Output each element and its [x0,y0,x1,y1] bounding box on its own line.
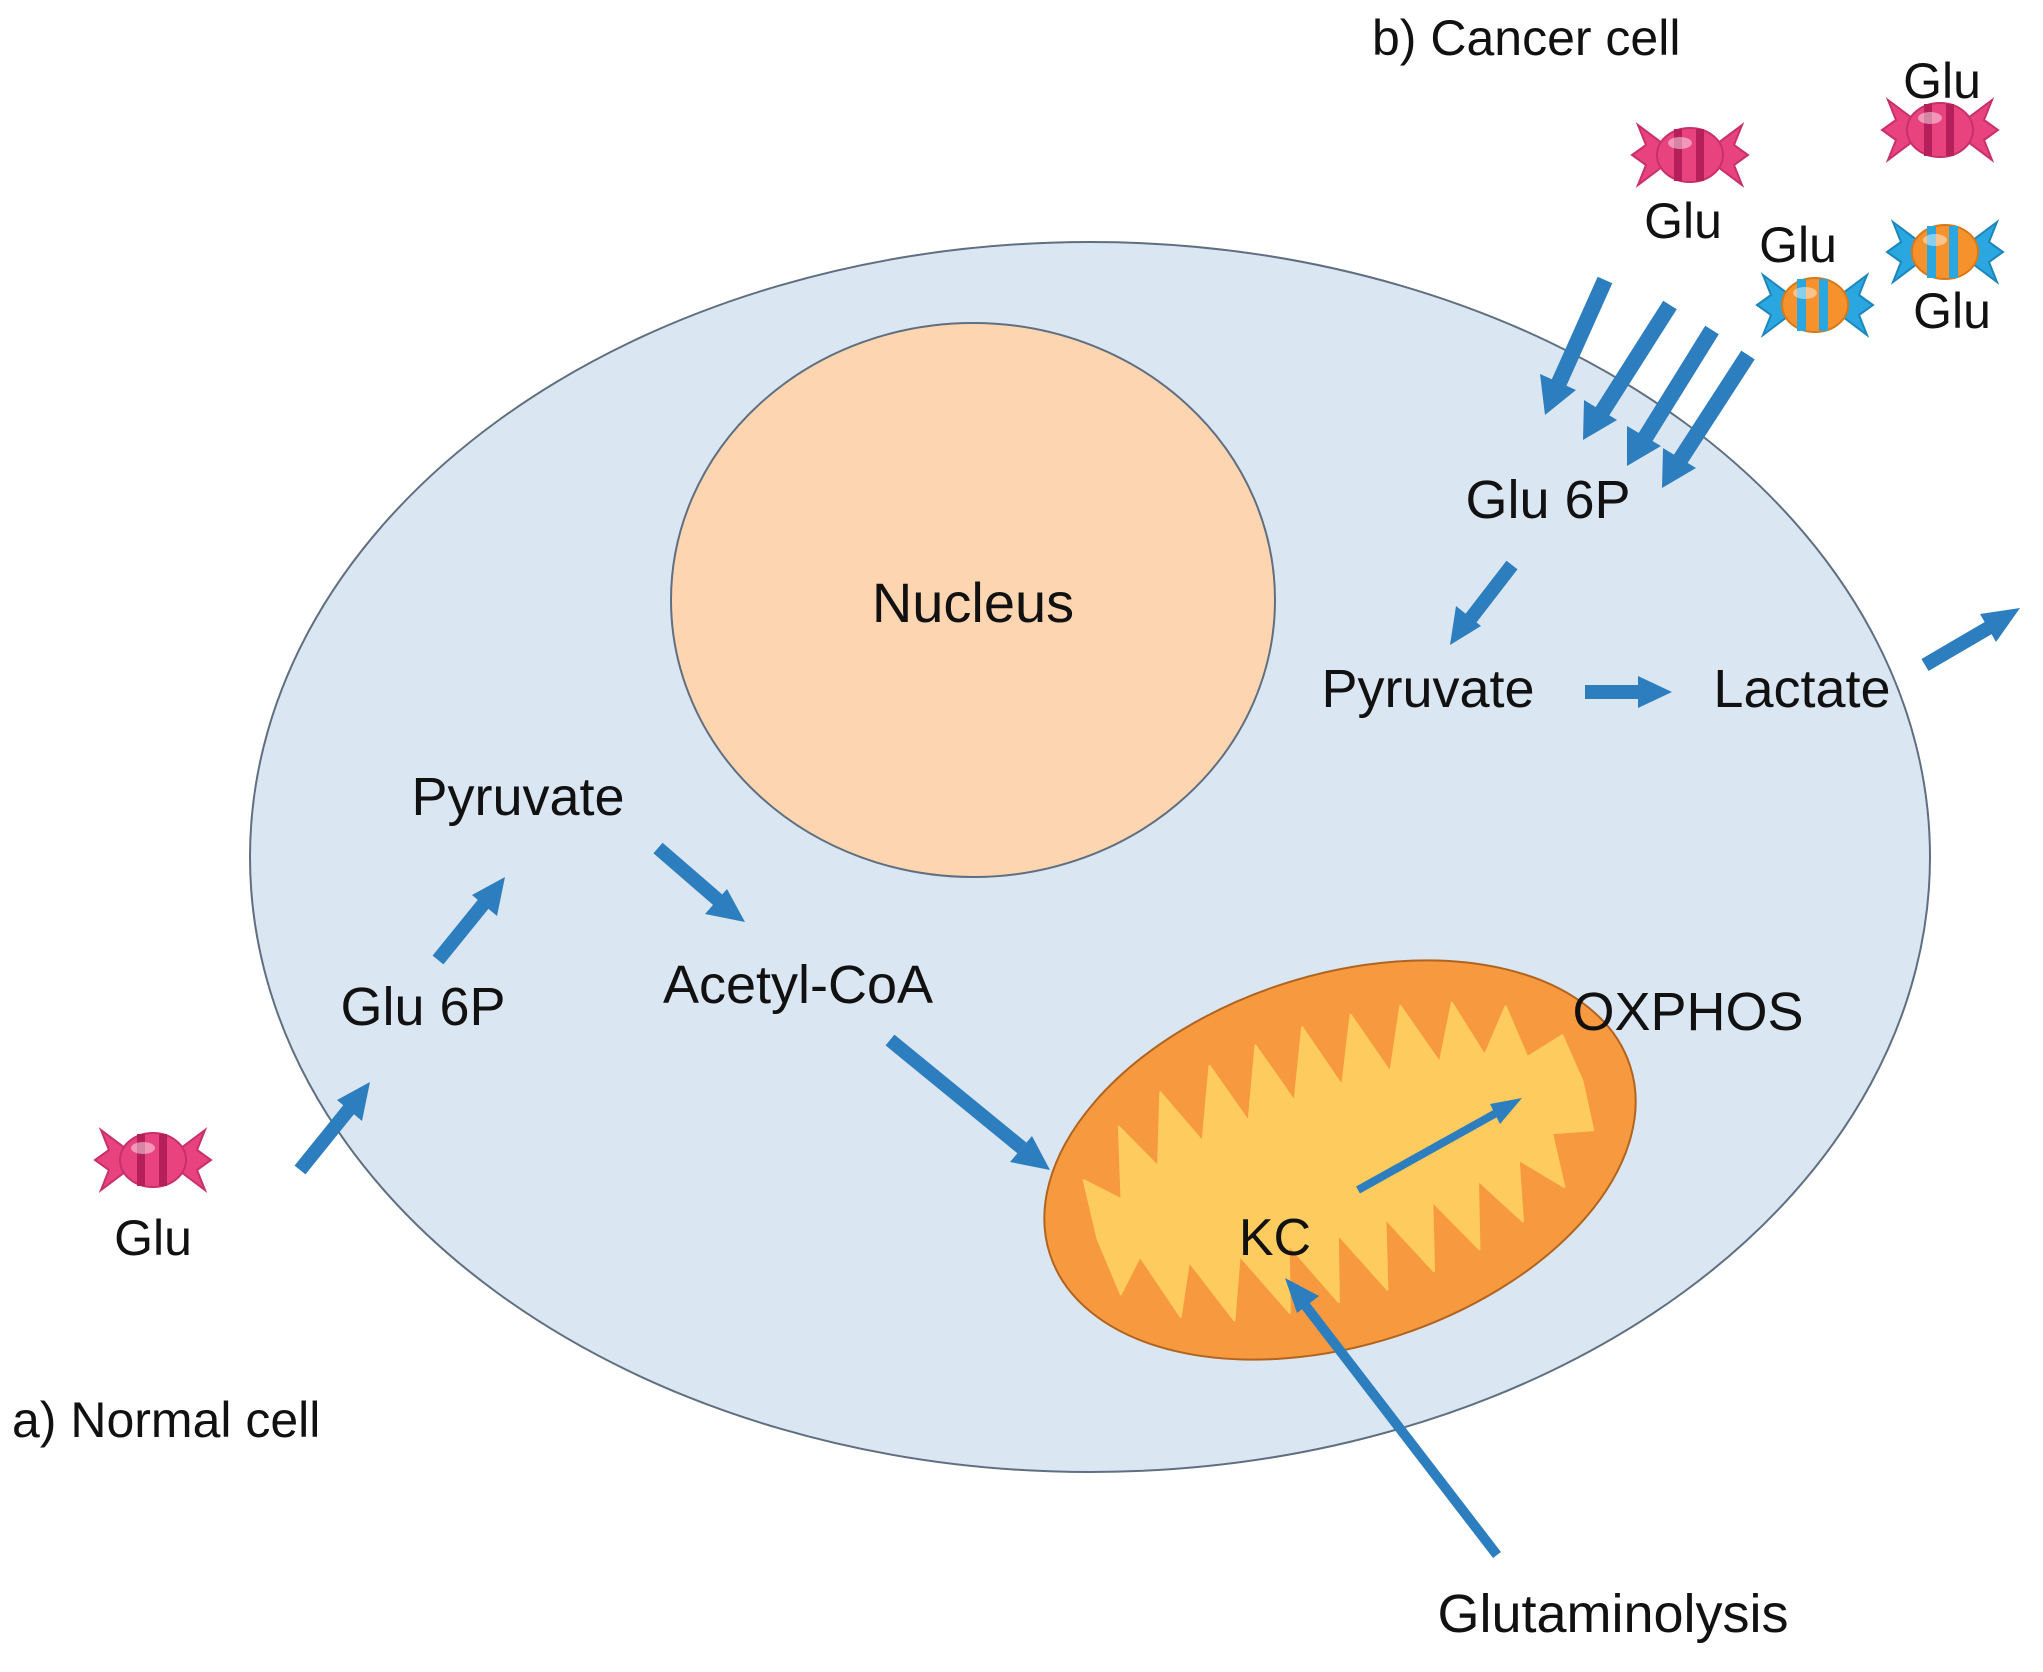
uptake-arrow-4 [1662,350,1755,488]
cancer-glucose-candy-icon-4 [1886,221,2004,283]
krebs-cycle-label: KC [1239,1209,1311,1267]
arrow-cancer-glu6p-to-pyruvate [1450,560,1518,645]
arrow-glutaminolysis-to-kc [1285,1278,1501,1559]
cancer-glu6p-label: Glu 6P [1465,470,1630,530]
uptake-arrow-3 [1627,325,1719,466]
cancer-glucose-candy-icon-2 [1881,99,1999,161]
uptake-arrow-1 [1540,276,1613,415]
lactate-label: Lactate [1713,659,1890,719]
normal-cell-caption: a) Normal cell [12,1392,320,1448]
arrow-acetylcoa-to-mitochondrion [885,1034,1050,1170]
cancer-glucose-candy-icon-1 [1631,124,1749,186]
arrow-lactate-export [1921,608,2020,672]
cancer-pyruvate-label: Pyruvate [1321,659,1534,719]
arrow-kc-to-oxphos [1356,1098,1522,1194]
acetylcoa-label: Acetyl-CoA [663,955,933,1015]
arrow-pyruvate-to-lactate [1585,676,1672,708]
arrow-glu6p-to-pyruvate [432,877,505,965]
cancer-glucose-uptake-arrows [1540,276,1755,488]
cancer-glucose-candy-icon-3 [1756,274,1874,336]
normal-glu6p-label: Glu 6P [340,977,505,1037]
cancer-glucose-label-4: Glu [1913,283,1991,339]
arrow-glu-to-glu6p [294,1082,370,1175]
arrow-pyruvate-to-acetylcoa [653,842,745,922]
normal-glucose-label: Glu [114,1210,192,1266]
nucleus [670,322,1276,878]
normal-pyruvate-label: Pyruvate [411,767,624,827]
cancer-glucose-label-2: Glu [1903,53,1981,109]
nucleus-label: Nucleus [872,571,1074,634]
cancer-glucose-label-1: Glu [1644,193,1722,249]
uptake-arrow-2 [1583,300,1677,440]
glutaminolysis-label: Glutaminolysis [1437,1584,1788,1644]
glucose-candy-icon [94,1129,212,1191]
cancer-cell-caption: b) Cancer cell [1372,10,1680,66]
cancer-glucose-label-3: Glu [1759,217,1837,273]
oxphos-label: OXPHOS [1572,982,1803,1042]
